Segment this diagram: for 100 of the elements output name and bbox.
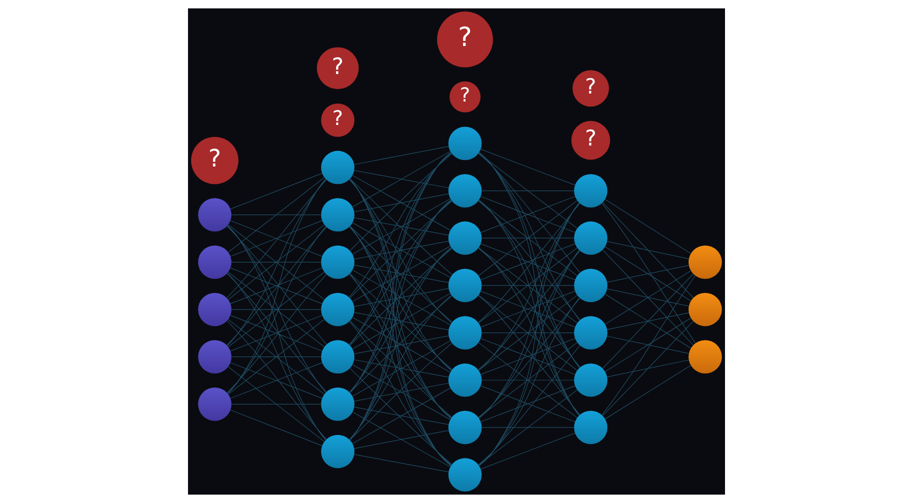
connector [478, 202, 579, 466]
connector [478, 152, 579, 416]
connector [349, 296, 452, 393]
connector [478, 390, 577, 466]
connector [353, 240, 448, 260]
connector [352, 293, 450, 350]
connector [349, 200, 451, 440]
connector [478, 345, 580, 465]
connector [601, 203, 696, 344]
connector [348, 226, 452, 370]
node-circle [574, 221, 607, 255]
connector [230, 214, 321, 216]
connector [480, 290, 575, 328]
connector [352, 388, 450, 444]
connector [228, 366, 324, 442]
connector [226, 320, 326, 440]
connector [480, 427, 574, 428]
node-circle [198, 388, 231, 421]
node-circle [448, 174, 482, 208]
connector [353, 146, 448, 165]
node-circle [688, 245, 722, 279]
node-circle [448, 221, 482, 255]
connector [230, 315, 322, 352]
connector [606, 288, 688, 306]
connector [478, 248, 577, 324]
node-circle: ? [570, 120, 610, 160]
connector [480, 332, 574, 334]
node-circle [198, 198, 231, 232]
connector [349, 179, 452, 371]
node-circle [574, 174, 607, 208]
node-circle [574, 316, 607, 350]
connector [480, 285, 574, 286]
connector [230, 173, 322, 210]
node-circle [320, 245, 354, 279]
connector [230, 356, 321, 358]
connector [353, 382, 448, 402]
connector [349, 320, 452, 418]
connector [349, 152, 451, 393]
node-circle: ? [320, 103, 354, 137]
node-circle [574, 268, 607, 302]
node-circle [448, 458, 482, 492]
connector [478, 342, 577, 418]
connector [349, 200, 452, 298]
connector [349, 154, 452, 251]
connector [602, 320, 694, 416]
connector [352, 175, 450, 230]
connector [353, 193, 448, 212]
connector [352, 412, 450, 468]
connector [604, 199, 691, 254]
connector [230, 410, 322, 446]
connector [352, 270, 450, 326]
connector [348, 179, 452, 323]
connector [604, 294, 691, 348]
connector [230, 220, 322, 257]
connector [352, 246, 450, 302]
node-circle [448, 316, 482, 350]
connector [349, 247, 451, 440]
node-circle [320, 340, 354, 374]
connector [602, 274, 694, 369]
connector [348, 152, 452, 298]
connector [478, 152, 580, 368]
connector [480, 148, 575, 186]
connector [602, 202, 694, 298]
connector [478, 298, 580, 466]
connector [349, 226, 451, 466]
node-circle [320, 292, 354, 326]
node-circle [448, 363, 482, 397]
node-circle: ? [436, 12, 492, 68]
connector [349, 274, 451, 466]
connector [352, 222, 450, 278]
connector [604, 318, 691, 372]
node-circle [448, 410, 482, 444]
connector [352, 198, 450, 255]
connector [348, 152, 451, 346]
connector [230, 268, 322, 304]
node-circle [688, 340, 722, 374]
connector [353, 406, 448, 425]
connector [353, 217, 448, 236]
connector [601, 275, 695, 416]
connector [478, 152, 580, 320]
connector [348, 248, 452, 392]
connector [349, 152, 451, 440]
node-circle: ? [316, 47, 358, 90]
node-circle: ? [449, 81, 480, 112]
connector [349, 178, 451, 418]
connector [353, 312, 448, 330]
node-circle: ? [190, 136, 238, 184]
connector [606, 265, 688, 283]
node-circle [448, 126, 482, 160]
connector [230, 309, 321, 310]
connector [230, 362, 322, 399]
connector [226, 179, 326, 298]
connector [226, 272, 326, 440]
connector [228, 272, 324, 348]
connector [480, 244, 575, 280]
connector [480, 386, 575, 422]
connector [478, 200, 577, 276]
connector [226, 178, 326, 394]
connector [349, 178, 452, 276]
connector [480, 432, 575, 470]
